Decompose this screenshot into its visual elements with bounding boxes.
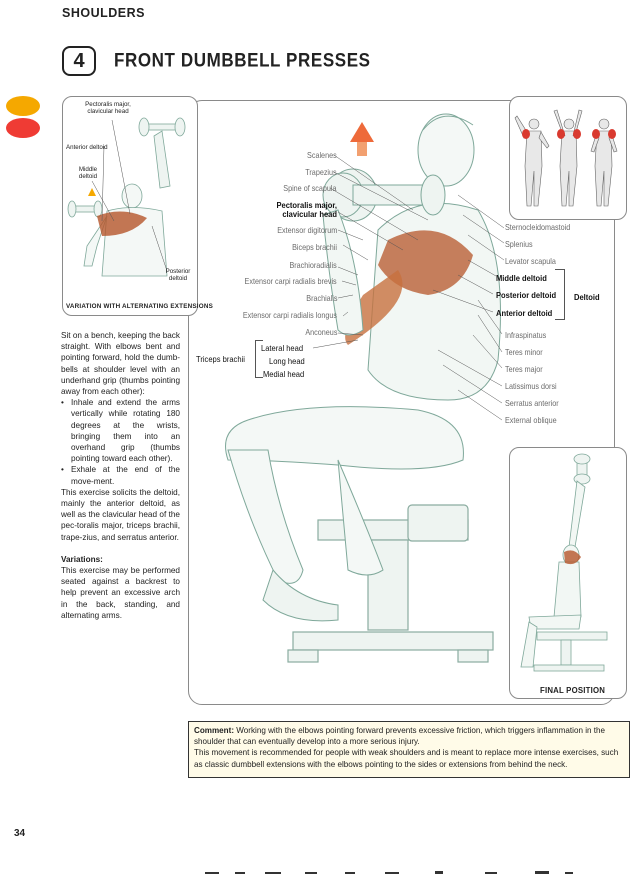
instruction-step: Exhale at the end of the move-ment. [61,464,180,486]
label-teres-minor: Teres minor [505,348,543,357]
red-tab-icon [6,118,40,138]
var-label-anterior: Anterior deltoid [66,144,108,151]
label-spine-of-scapula: Spine of scapula [283,184,337,193]
page-number: 34 [14,828,26,839]
exercise-title: FRONT DUMBBELL PRESSES [114,49,371,71]
main-illustration [225,113,505,663]
label-extensor-digitorum: Extensor digitorum [276,226,337,235]
orange-tab-icon [6,96,40,116]
label-posterior-deltoid: Posterior deltoid [496,290,557,300]
section-title: SHOULDERS [62,6,145,20]
label-anconeus: Anconeus [304,328,337,337]
exercise-number: 4 [62,46,96,76]
var-label-pectoralis: Pectoralis major, clavicular head [85,101,131,115]
label-scalenes: Scalenes [307,151,337,160]
label-serratus-anterior: Serratus anterior [505,399,559,408]
variation-illustration [67,117,186,277]
label-splenius: Splenius [505,240,533,249]
variations-text: This exercise may be performed seated ag… [61,566,180,620]
label-ecrl: Extensor carpi radialis longus [242,311,337,320]
comment-text-2: This movement is recommended for people … [194,748,619,769]
triceps-bracket [255,340,263,378]
variations-heading: Variations: [61,554,103,564]
label-lateral-head: Lateral head [261,343,304,353]
upward-arrow-icon [350,122,374,156]
var-label-posterior: Posterior deltoid [165,268,191,282]
instructions-steps: Inhale and extend the arms vertically wh… [61,397,180,487]
label-trapezius: Trapezius [305,168,337,177]
label-infraspinatus: Infraspinatus [505,331,547,340]
label-external-oblique: External oblique [505,416,557,425]
final-position-illustration [520,453,608,672]
var-label-middle: Middle deltoid [78,166,98,180]
label-ecrb: Extensor carpi radialis brevis [244,277,337,286]
label-medial-head: Medial head [263,369,305,379]
label-deltoid: Deltoid [574,292,600,302]
instructions-text: Sit on a bench, keeping the back straigh… [61,330,180,621]
instruction-step: Inhale and extend the arms vertically wh… [61,397,180,464]
comment-label: Comment: [194,726,235,735]
anatomy-thumbnails [514,109,618,207]
instructions-solicit: This exercise solicits the deltoid, main… [61,487,180,542]
label-teres-major: Teres major [505,365,543,374]
label-brachioradialis: Brachioradialis [289,261,337,270]
comment-box: Comment: Working with the elbows pointin… [188,721,630,778]
label-brachialis: Brachialis [305,294,337,303]
variation-caption: VARIATION WITH ALTERNATING EXTENSIONS [66,303,213,310]
label-latissimus-dorsi: Latissimus dorsi [505,382,557,391]
label-levator-scapula: Levator scapula [505,257,556,266]
comment-text-1: Working with the elbows pointing forward… [194,726,606,747]
label-pectoralis-clavicular: Pectoralis major, clavicular head [276,200,337,219]
label-long-head: Long head [269,356,305,366]
scan-artifact-strip [205,871,573,874]
label-anterior-deltoid: Anterior deltoid [496,308,553,318]
label-sternocleidomastoid: Sternocleidomastoid [505,223,571,232]
final-position-caption: FINAL POSITION [540,686,606,695]
instructions-intro: Sit on a bench, keeping the back straigh… [61,331,180,397]
label-biceps-brachii: Biceps brachii [292,243,337,252]
label-triceps-brachii: Triceps brachii [196,354,245,364]
deltoid-bracket [555,269,565,320]
label-middle-deltoid: Middle deltoid [496,273,547,283]
